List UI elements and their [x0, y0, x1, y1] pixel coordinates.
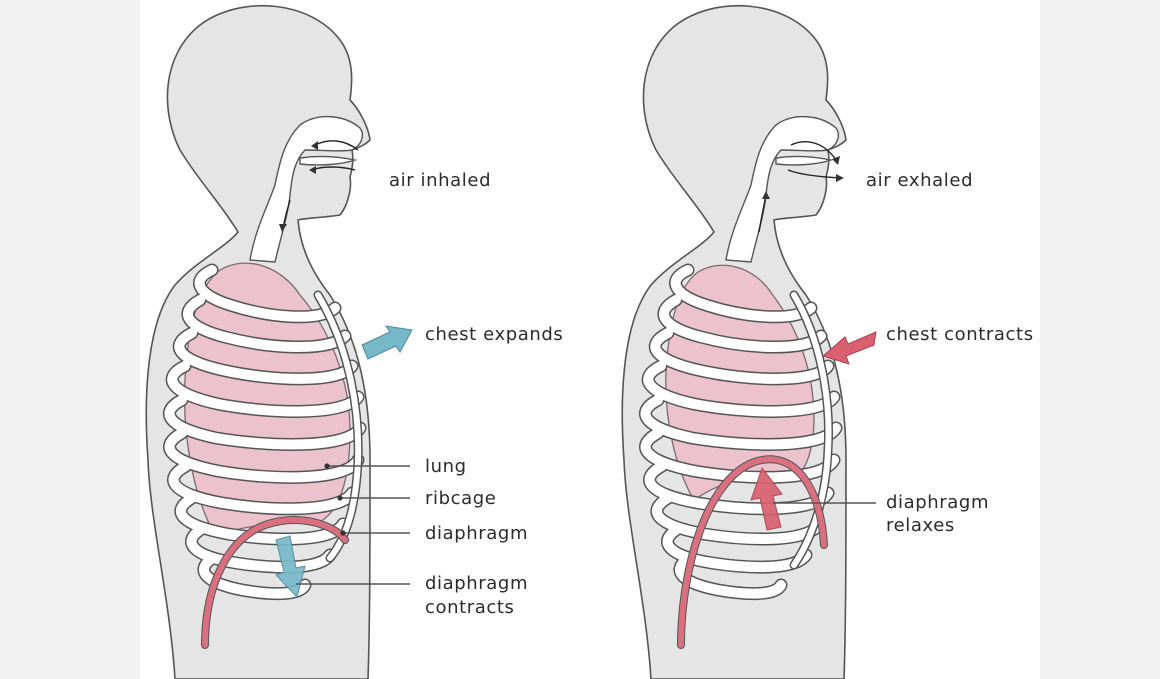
diaphragm-relaxes-arrow	[750, 466, 783, 531]
diaphragm-relaxes-label-line2: relaxes	[886, 515, 955, 536]
diaphragm-relaxes-label-line1: diaphragm	[886, 492, 989, 513]
ribcage-leader-dot	[337, 495, 343, 501]
air-inhaled-label: air inhaled	[389, 170, 491, 191]
chest-expands-label: chest expands	[425, 324, 563, 345]
diaphragm-contracts-label-line2: contracts	[425, 597, 515, 618]
chest-contracts-label: chest contracts	[886, 324, 1034, 345]
inhale-figure: air inhaled chest expands lung ribcage d…	[145, 4, 563, 679]
airway-left	[249, 115, 364, 263]
mouth-left	[299, 155, 358, 166]
lung-label: lung	[425, 456, 467, 477]
diaphragm-contracts-arrow	[275, 535, 306, 598]
exhale-figure: air exhaled chest contracts diaphragm re…	[621, 4, 1034, 679]
diaphragm-left	[202, 517, 348, 648]
chest-contracts-arrow	[821, 331, 877, 365]
diaphragm-contracts-label-line1: diaphragm	[425, 573, 528, 594]
ribcage-label: ribcage	[425, 488, 496, 509]
diaphragm-leader-dot	[340, 530, 346, 536]
mouth-right	[775, 155, 834, 166]
airflow-arrows-left	[279, 140, 359, 232]
chest-expands-arrow	[361, 325, 413, 360]
diaphragm-label: diaphragm	[425, 523, 528, 544]
sternum-right	[791, 292, 832, 568]
diaphragm-right	[678, 456, 827, 648]
airflow-arrows-right	[758, 141, 844, 233]
air-exhaled-label: air exhaled	[866, 170, 973, 191]
lung-leader-dot	[324, 463, 330, 469]
